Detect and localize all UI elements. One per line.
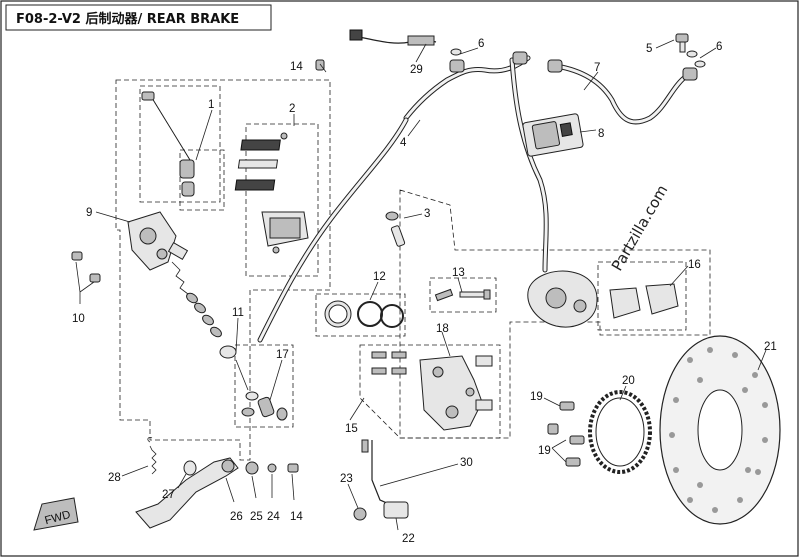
bolt-14-top: [315, 59, 325, 71]
hose-7-inner: [554, 64, 686, 124]
seal-kit-12: [324, 300, 404, 328]
hose-to-caliper-inner: [510, 58, 548, 272]
callout-13: 13: [452, 267, 465, 279]
callout-25: 25: [250, 511, 263, 523]
reservoir-hose-outline: [179, 149, 225, 211]
callout-16: 16: [688, 259, 701, 271]
hose-lower-inner: [258, 118, 408, 342]
brake-pads-16: [609, 283, 679, 319]
pushrod-group-outline: [234, 344, 294, 428]
caliper-bracket-18: [419, 355, 483, 431]
callout-20: 20: [622, 375, 635, 387]
fwd-arrow-badge: FWD: [33, 497, 79, 531]
callout-5: 5: [646, 43, 652, 55]
callout-19: 19: [530, 391, 543, 403]
reservoir-hose-1: [141, 91, 195, 197]
sensor-plug: [407, 35, 435, 46]
callout-19b: 19: [538, 445, 551, 457]
abs-tone-ring-20: [588, 390, 652, 474]
callout-15: 15: [345, 423, 358, 435]
banjo-fitting: [449, 59, 465, 73]
callout-23: 23: [340, 473, 353, 485]
abs-modulator-8: [522, 113, 584, 157]
piston-assembly-11: [171, 261, 288, 421]
bleeder-3: [385, 211, 406, 247]
callout-10: 10: [72, 313, 85, 325]
slide-pin-kit-outline: [429, 277, 497, 313]
leader-lines: [75, 39, 767, 531]
callout-7: 7: [594, 62, 600, 74]
reservoir-2: [234, 132, 309, 254]
wheel-speed-sensor-22: [353, 439, 409, 521]
bracket-hardware: [371, 351, 493, 411]
brake-pedal-26: [135, 457, 239, 529]
brake-disc-21: [659, 335, 781, 525]
pedal-washers: [183, 460, 299, 476]
callout-14b: 14: [290, 511, 303, 523]
callout-3: 3: [424, 208, 430, 220]
banjo-fitting: [682, 67, 698, 81]
callout-9: 9: [86, 207, 92, 219]
callout-2: 2: [289, 103, 295, 115]
master-cylinder-9: [127, 211, 189, 271]
callout-4: 4: [400, 137, 407, 149]
pedal-spring-28: [147, 437, 157, 475]
callout-6b: 6: [716, 41, 722, 53]
callout-28: 28: [108, 472, 121, 484]
mounting-bolts-10: [71, 251, 101, 283]
hose-to-caliper: [509, 57, 549, 273]
callout-1: 1: [208, 99, 214, 111]
copper-washers-6: [450, 48, 706, 68]
seal-kit-outline: [315, 293, 406, 337]
caliper-body: [527, 270, 598, 328]
slide-pin-kit-13: [434, 288, 491, 302]
callout-17: 17: [276, 349, 289, 361]
callout-26: 26: [230, 511, 243, 523]
reservoir-group-outline: [245, 123, 319, 277]
callout-29: 29: [410, 64, 423, 76]
banjo-fitting: [547, 59, 563, 73]
disc-bolts-19: [547, 401, 585, 467]
callout-22: 22: [402, 533, 415, 545]
master-cylinder-group-outline: [115, 79, 331, 461]
callout-12: 12: [373, 271, 386, 283]
callout-30: 30: [460, 457, 473, 469]
title-box: [5, 4, 272, 31]
hose-4-inner: [404, 56, 530, 120]
callout-6: 6: [478, 38, 484, 50]
callout-11: 11: [232, 307, 244, 319]
page-title: F08-2-V2 后制动器/ REAR BRAKE: [16, 11, 239, 27]
callouts: 1 2 3 4 5 6 6 7 8 9 10 11 12 13 14 14 15…: [72, 38, 777, 545]
banjo-fitting: [512, 51, 528, 65]
callout-24: 24: [267, 511, 280, 523]
sensor-connector: [349, 29, 363, 41]
callout-21: 21: [764, 341, 777, 353]
banjo-bolt-5: [675, 33, 689, 53]
callout-14: 14: [290, 61, 303, 73]
watermark-text: Partzilla.com: [608, 182, 672, 274]
bracket-group-outline: [359, 344, 501, 439]
pad-kit-outline: [597, 261, 687, 331]
callout-8: 8: [598, 128, 604, 140]
callout-27: 27: [162, 489, 175, 501]
callout-18: 18: [436, 323, 449, 335]
